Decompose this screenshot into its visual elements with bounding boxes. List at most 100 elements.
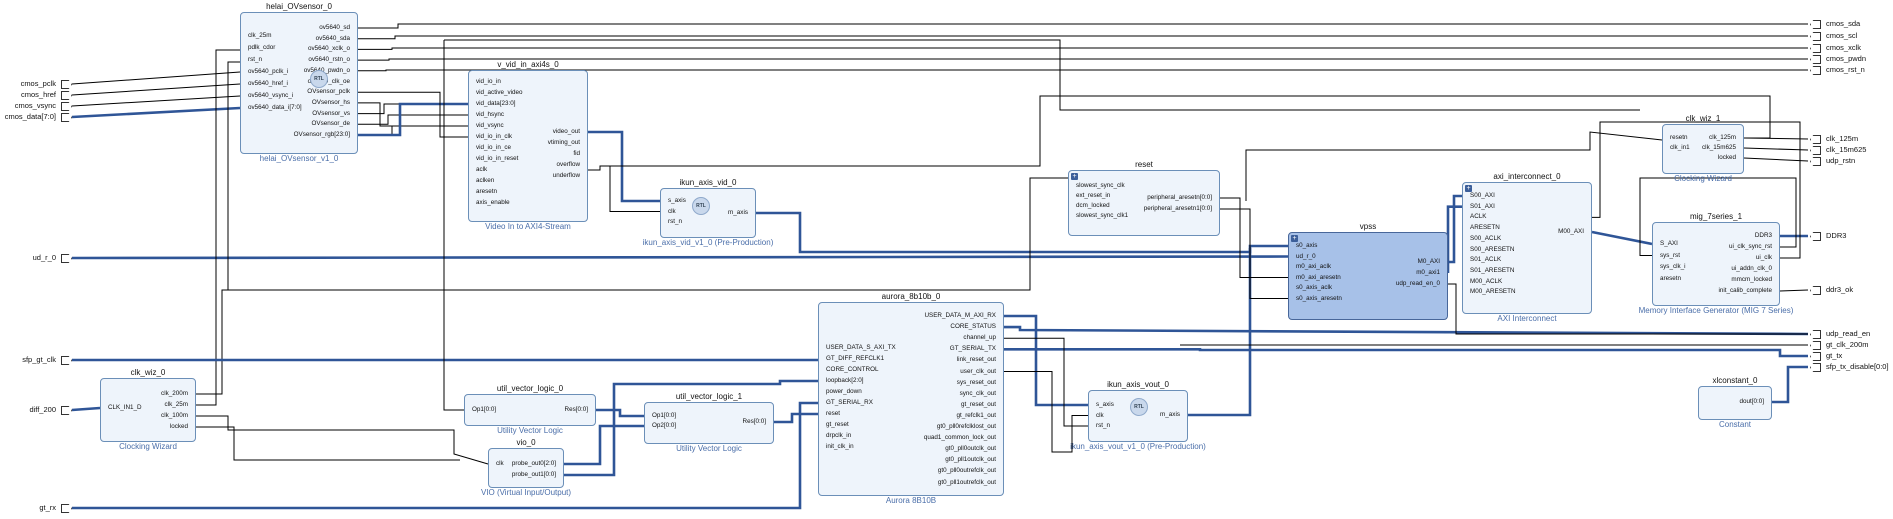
net-wire[interactable] <box>358 102 468 127</box>
net-wire[interactable] <box>444 39 1640 111</box>
port-gt-tx[interactable]: gt_tx <box>1826 351 1843 360</box>
net-wire[interactable] <box>196 415 489 465</box>
net-wire[interactable] <box>1455 330 1808 335</box>
net-wire[interactable] <box>358 58 1808 61</box>
net-wire[interactable] <box>358 125 468 136</box>
bus-wire[interactable] <box>756 211 1288 254</box>
port-6[interactable]: diff_200 <box>29 405 56 414</box>
net-wire[interactable] <box>1448 283 1457 330</box>
bus-wire[interactable] <box>72 401 818 510</box>
block-body[interactable] <box>660 188 756 238</box>
bus-wire[interactable] <box>1188 248 1252 417</box>
block-body[interactable] <box>1662 124 1744 174</box>
port-gt-clk-200m[interactable]: gt_clk_200m <box>1826 340 1869 349</box>
bus-wire[interactable] <box>1772 365 1808 404</box>
block-body[interactable] <box>240 12 358 154</box>
net-wire[interactable] <box>196 49 240 406</box>
block-body[interactable] <box>1068 170 1220 236</box>
bus-wire[interactable] <box>71 106 241 119</box>
port-cmos-pwdn[interactable]: cmos_pwdn <box>1826 54 1867 63</box>
block-body[interactable] <box>100 378 196 442</box>
port-4[interactable]: ud_r_0 <box>32 253 56 262</box>
net-wire[interactable] <box>1220 197 1288 278</box>
block-body[interactable] <box>818 302 1004 496</box>
port-cmos-xclk[interactable]: cmos_xclk <box>1826 43 1862 52</box>
port-1[interactable]: cmos_href <box>20 90 56 99</box>
net-wire[interactable] <box>1779 289 1809 292</box>
block-body[interactable] <box>1698 386 1772 420</box>
net-wire[interactable] <box>358 91 468 138</box>
port-5[interactable]: sfp_gt_clk <box>22 355 56 364</box>
net-wire[interactable] <box>227 61 240 290</box>
port-3[interactable]: cmos_data[7:0] <box>4 112 56 121</box>
net-wire[interactable] <box>1004 337 1088 427</box>
port-2[interactable]: cmos_vsync <box>14 101 56 110</box>
port-ddr3-ok[interactable]: ddr3_ok <box>1826 285 1854 294</box>
net-wire[interactable] <box>358 23 1808 29</box>
net-wire[interactable] <box>358 47 1808 50</box>
bus-wire[interactable] <box>1004 325 1809 336</box>
block-body[interactable] <box>468 70 588 222</box>
net-wire[interactable] <box>609 166 660 212</box>
net-wire[interactable] <box>1004 371 1088 453</box>
block-body[interactable] <box>1652 222 1780 306</box>
port-ddr3[interactable]: DDR3 <box>1826 231 1847 240</box>
net-wire[interactable] <box>1743 147 1809 151</box>
bus-wire[interactable] <box>358 102 468 137</box>
port-0[interactable]: cmos_pclk <box>20 79 56 88</box>
port-udp-rstn[interactable]: udp_rstn <box>1826 156 1856 165</box>
bus-wire[interactable] <box>1591 230 1653 246</box>
bus-wire[interactable] <box>1004 314 1088 407</box>
port-cmos-sda[interactable]: cmos_sda <box>1826 19 1861 28</box>
expand-icon[interactable]: + <box>1291 235 1298 242</box>
block-body[interactable] <box>488 448 564 488</box>
block-body[interactable] <box>1462 182 1592 314</box>
net-wire[interactable] <box>1245 131 1663 201</box>
net-wire[interactable] <box>358 114 468 125</box>
net-wire[interactable] <box>358 35 1808 40</box>
expand-icon[interactable]: + <box>1465 185 1472 192</box>
net-wire[interactable] <box>358 69 1808 72</box>
bus-wire[interactable] <box>71 406 101 412</box>
port-sfp-tx-disable-0-0-[interactable]: sfp_tx_disable[0:0] <box>1826 362 1889 371</box>
block-body[interactable] <box>1288 232 1448 320</box>
bus-wire[interactable] <box>1448 194 1462 264</box>
net-wire[interactable] <box>196 426 460 461</box>
block-body[interactable] <box>464 394 596 426</box>
block-body[interactable] <box>644 402 774 444</box>
net-wire[interactable] <box>71 83 241 96</box>
net-wire[interactable] <box>1220 208 1288 299</box>
bus-wire[interactable] <box>71 255 1289 260</box>
bus-wire[interactable] <box>1004 347 1808 358</box>
bus-wire[interactable] <box>596 408 644 418</box>
expand-icon[interactable]: + <box>1071 173 1078 180</box>
net-wire[interactable] <box>1743 157 1809 162</box>
bus-wire[interactable] <box>1446 205 1462 273</box>
port-cmos-scl[interactable]: cmos_scl <box>1826 31 1858 40</box>
bus-wire[interactable] <box>564 424 644 466</box>
port-clk-125m[interactable]: clk_125m <box>1826 134 1859 143</box>
port-7[interactable]: gt_rx <box>39 503 56 512</box>
net-wire[interactable] <box>71 95 241 107</box>
bus-wire[interactable] <box>774 412 818 424</box>
net-wire[interactable] <box>71 71 241 85</box>
net-wire[interactable] <box>196 177 1068 395</box>
port-cmos-rst-n[interactable]: cmos_rst_n <box>1826 65 1865 74</box>
net-wire[interactable] <box>468 95 1771 171</box>
